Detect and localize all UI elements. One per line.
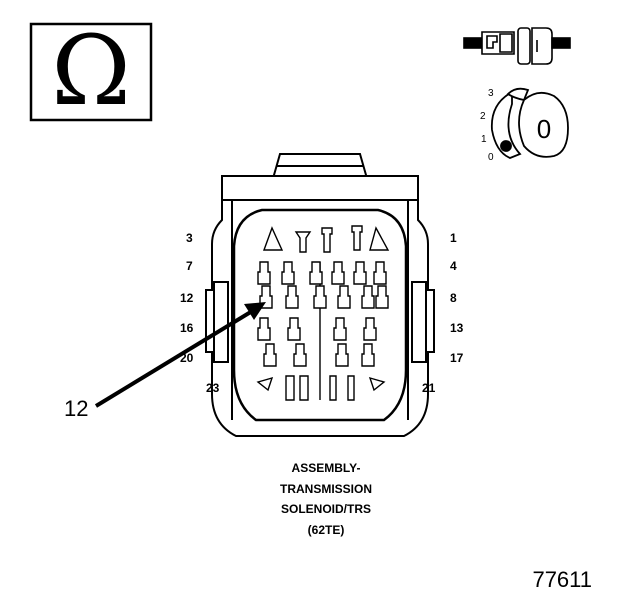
cavity-pin-1b — [351, 225, 363, 251]
ohm-icon: Ω — [51, 15, 131, 127]
pin-labels-right: 1 4 8 13 17 21 — [422, 231, 464, 395]
caption-line-4: (62TE) — [308, 523, 345, 537]
pin-label-23: 23 — [206, 381, 220, 395]
ignition-position-0: 0 — [488, 152, 494, 163]
pin-label-8: 8 — [450, 291, 457, 305]
cavity-row-2 — [257, 261, 387, 285]
caption-line-1: ASSEMBLY- — [292, 461, 361, 475]
pin-label-21: 21 — [422, 381, 436, 395]
cavity-row-5 — [263, 343, 375, 367]
pin-label-12: 12 — [180, 291, 194, 305]
pin-labels-left: 3 7 12 16 20 23 — [180, 231, 220, 395]
cavity-pin-2 — [294, 231, 312, 253]
cavity-row-4 — [257, 317, 377, 341]
caption-line-3: SOLENOID/TRS — [281, 502, 371, 516]
cavity-pin-1 — [369, 226, 390, 251]
ohmmeter-symbol-box: Ω — [29, 15, 153, 127]
pin-label-4: 4 — [450, 259, 457, 273]
component-caption: ASSEMBLY- TRANSMISSION SOLENOID/TRS (62T… — [280, 461, 372, 537]
caption-line-2: TRANSMISSION — [280, 482, 372, 496]
callout-arrow: 12 — [64, 302, 266, 421]
pin-label-16: 16 — [180, 321, 194, 335]
connector-icon — [463, 27, 571, 65]
pin-label-1: 1 — [450, 231, 457, 245]
cavity-row-3 — [259, 285, 389, 309]
cavity-row-6 — [256, 375, 386, 401]
key-letter: 0 — [537, 114, 551, 144]
pin-label-3: 3 — [186, 231, 193, 245]
ignition-key-icon: 0 3 2 1 0 — [480, 87, 569, 163]
connector-cavities — [256, 225, 390, 401]
ignition-position-1: 1 — [481, 134, 487, 145]
figure-id: 77611 — [532, 567, 592, 592]
cavity-pin-2b — [321, 227, 333, 253]
cavity-pin-3 — [263, 226, 284, 251]
callout-number: 12 — [64, 396, 88, 421]
ignition-position-2: 2 — [480, 111, 486, 122]
pin-label-7: 7 — [186, 259, 193, 273]
ignition-position-3: 3 — [488, 88, 494, 99]
pin-label-13: 13 — [450, 321, 464, 335]
pin-label-17: 17 — [450, 351, 464, 365]
